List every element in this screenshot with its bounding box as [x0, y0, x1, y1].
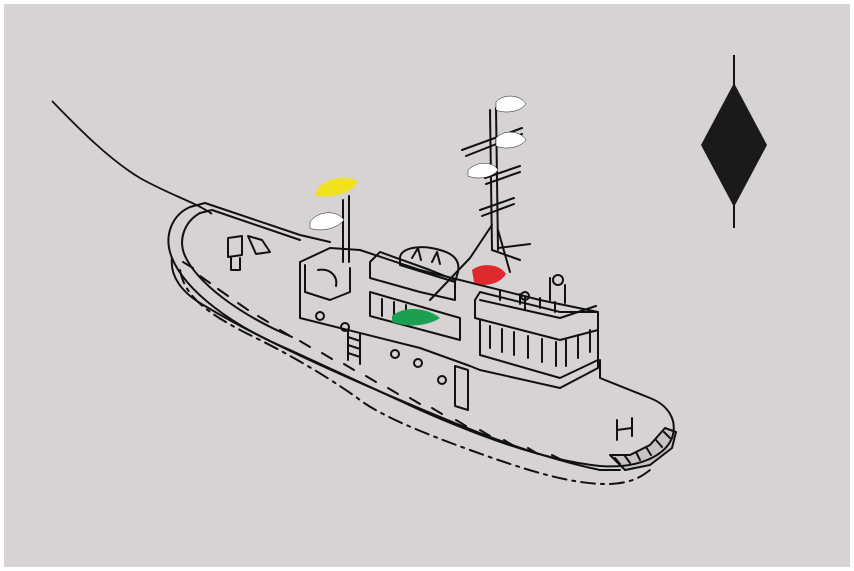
- background-panel: [4, 4, 850, 567]
